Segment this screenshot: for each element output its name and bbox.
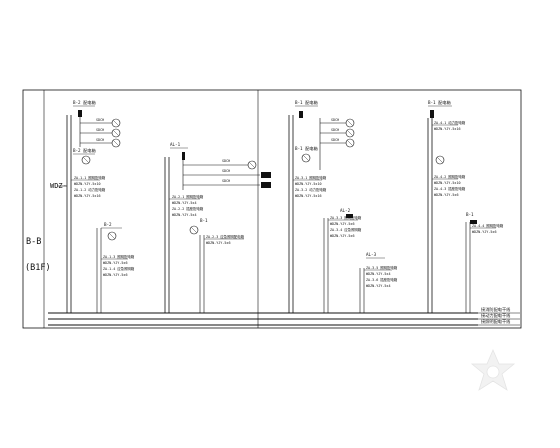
cable-spec: ZA-3-6 插座配电箱 [366,277,398,282]
bus-note-2: 接动力配电干线 [481,312,511,319]
panel-title: AL-1 [170,142,181,147]
circuit-label: SDCH [222,179,230,183]
lamp-icon [345,128,355,138]
socket-icon [261,172,271,178]
panel-box-icon [299,111,303,118]
circuit-label: SDCH [222,169,230,173]
cable-spec: WDZN-YJY-5x6 [103,261,128,265]
riser-3b: AL-2 ZA-3-3 照明配电箱 WDZN-YJY-5x6 ZA-3-4 应急… [323,208,362,313]
cable-spec: WDZN-YJY-5x4 [366,284,391,288]
panel-title: B-1 配电箱 [295,99,318,106]
lamp-icon [301,153,311,163]
cable-spec: ZA-3-5 照明配电箱 [366,265,398,270]
section-label: B-B [26,237,41,247]
cable-spec: WDZN-YJY-5x6 [472,230,497,234]
cable-spec: ZA-1-1 照明配电箱 [74,175,106,180]
panel-title: B-2 配电箱 [73,99,96,106]
riser-2b: B-1 ZA-2-3 应急照明配电箱 WDZN-YJY-5x6 [189,218,245,313]
riser-3: B-1 配电箱 SDCH SDCH SDCH B-1 配电箱 ZA-3-1 照明… [288,99,355,313]
panel-title: B-1 [200,218,208,223]
cable-spec: ZA-4-2 照明配电箱 [434,174,466,179]
riser-4: B-1 配电箱 ZA-4-1 动力配电箱 WDZN-YJY-5x16 ZA-4-… [427,99,466,313]
bus-note-1: 接消防配电干线 [481,306,511,313]
cable-spec: WDZN-YJY-5x16 [74,194,101,198]
floor-label: (B1F) [25,263,51,273]
circuit-label: SDCH [331,128,339,132]
panel-title: AL-2 [340,208,351,213]
cable-spec: WDZN-YJY-5x10 [74,182,101,186]
cable-spec: ZA-1-3 照明配电箱 [103,254,135,259]
main-bus: 接消防配电干线 接动力配电干线 接照明配电干线 [48,306,520,326]
cable-spec: ZA-2-1 照明配电箱 [172,194,204,199]
cable-spec: WDZN-YJY-5x6 [434,193,459,197]
cable-spec: ZA-4-4 照明配电箱 [472,223,504,228]
cable-spec: WDZN-YJY-5x10 [434,181,461,185]
lamp-icon [111,138,121,148]
bus-note-3: 接照明配电干线 [481,318,511,325]
panel-box-icon [470,220,477,224]
lamp-icon [345,138,355,148]
cable-spec: WDZN-YJY-5x10 [295,182,322,186]
lamp-icon [81,155,91,165]
panel-title: B-1 配电箱 [295,145,318,152]
lamp-icon [111,118,121,128]
cable-spec: ZA-4-3 插座配电箱 [434,186,466,191]
circuit-label: SDCH [331,138,339,142]
cable-spec: WDZN-YJY-5x6 [206,241,231,245]
cable-spec: ZA-4-1 动力配电箱 [434,120,466,125]
riser-2: AL-1 SDCH SDCH SDCH ZA-2-1 照明配电箱 WDZN-YJ… [164,142,271,313]
lamp-icon [247,160,257,170]
circuit-label: SDCH [96,128,104,132]
cable-spec: ZA-3-4 应急照明箱 [330,227,362,232]
cable-spec: WDZN-YJY-5x4 [172,201,197,205]
cable-spec: ZA-3-3 照明配电箱 [330,215,362,220]
panel-box-icon [78,110,82,117]
cable-spec: ZA-3-2 动力配电箱 [295,187,327,192]
panel-title: B-2 配电箱 [73,147,96,154]
panel-b2-lower: B-2 ZA-1-3 照明配电箱 WDZN-YJY-5x6 ZA-1-4 应急照… [96,222,135,313]
cable-spec: WDZN-YJY-5x6 [330,234,355,238]
drawing-frame [22,89,522,329]
lamp-icon [107,231,117,241]
panel-b2-upper: B-2 配电箱 SDCH SDCH SDCH [73,99,121,148]
circuit-label: SDCH [222,159,230,163]
panel-title: B-2 [104,222,112,227]
panel-title: AL-3 [366,252,377,257]
cable-spec: WDZN-YJY-5x4 [366,272,391,276]
panel-b2-mid: B-2 配电箱 ZA-1-1 照明配电箱 WDZN-YJY-5x10 ZA-1-… [71,147,106,198]
cable-spec: ZA-1-2 动力配电箱 [74,187,106,192]
cable-spec: ZA-2-3 应急照明配电箱 [206,234,245,239]
cable-spec: ZA-3-1 照明配电箱 [295,175,327,180]
cable-spec: WDZN-YJY-5x16 [295,194,322,198]
cable-spec: WDZN-YJY-5x4 [172,213,197,217]
riser-1: WDZ- [50,115,72,313]
panel-box-icon [346,214,353,218]
watermark-logo-icon [470,348,516,391]
panel-box-icon [182,152,185,160]
lamp-icon [111,128,121,138]
cable-spec: ZA-2-2 插座配电箱 [172,206,204,211]
cable-spec: WDZN-YJY-5x16 [434,127,461,131]
panel-title: B-1 配电箱 [428,99,451,106]
cable-spec: WDZN-YJY-5x6 [103,273,128,277]
riser-4b: B-1 ZA-4-4 照明配电箱 WDZN-YJY-5x6 [465,212,504,313]
cable-spec: WDZN-YJY-5x6 [330,222,355,226]
circuit-label: SDCH [96,118,104,122]
cable-spec: ZA-1-4 应急照明箱 [103,266,135,271]
panel-box-icon [430,110,434,118]
panel-title: B-1 [466,212,474,217]
socket-icon [261,182,271,188]
lamp-icon [345,118,355,128]
riser-3c: AL-3 ZA-3-5 照明配电箱 WDZN-YJY-5x4 ZA-3-6 插座… [359,252,398,313]
circuit-label: SDCH [96,138,104,142]
circuit-label: SDCH [331,118,339,122]
lamp-icon [189,225,199,235]
lamp-icon [435,155,445,165]
